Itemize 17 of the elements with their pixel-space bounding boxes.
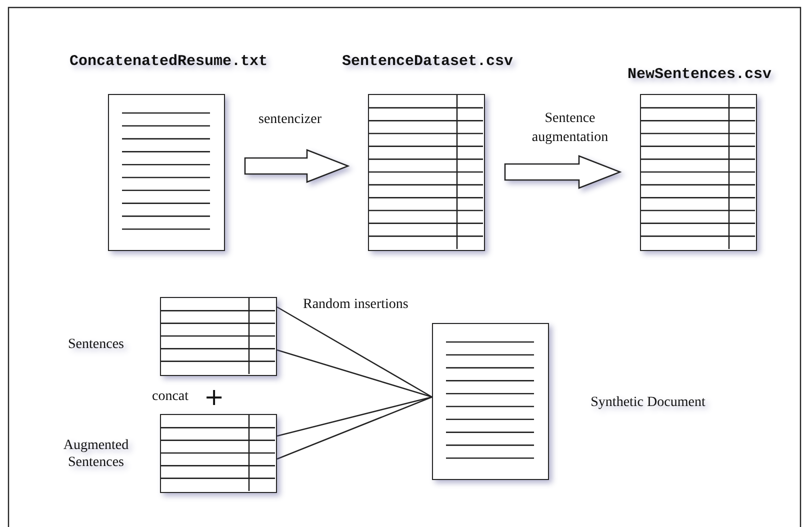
connector-line [276, 396, 432, 460]
file-name: SentenceDataset.csv [340, 53, 514, 70]
note-text: Random insertions [303, 296, 408, 314]
plus-sign: + [204, 385, 224, 409]
node-label: Sentences [67, 336, 125, 353]
connector-line [276, 349, 432, 398]
node-label: Augmented Sentences [62, 437, 130, 471]
block-arrow [504, 155, 622, 189]
edge-label: sentencizer [258, 111, 322, 129]
note-text: concat [152, 388, 189, 406]
edge-label: Sentence augmentation [530, 110, 610, 147]
file-name: NewSentences.csv [626, 66, 773, 83]
connector-line [276, 306, 432, 398]
file-name: ConcatenatedResume.txt [68, 53, 269, 70]
block-arrow [244, 149, 350, 183]
connector-line [276, 396, 432, 437]
node-label: Synthetic Document [590, 394, 706, 411]
